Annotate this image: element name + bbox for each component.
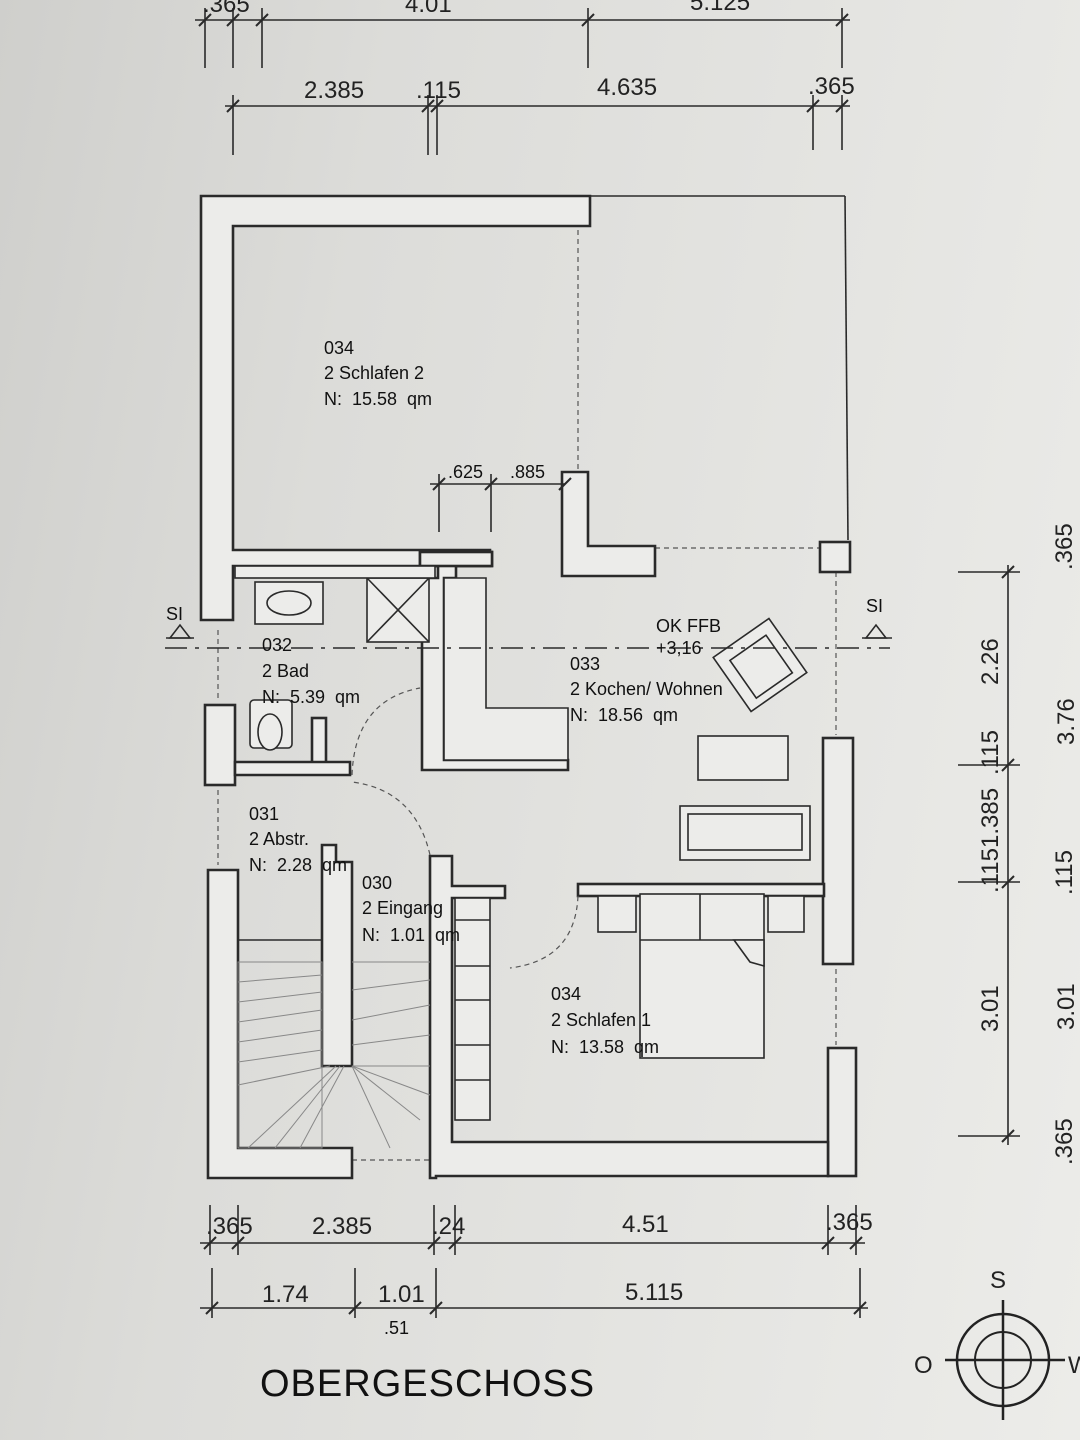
- dim-bottom-365b: .365: [826, 1209, 873, 1236]
- dim-right-365b: .365: [1051, 1118, 1078, 1165]
- compass: S O W: [914, 1267, 1080, 1420]
- dim-right-115c: .115: [1051, 850, 1078, 895]
- dim-right-1385: 1.385: [977, 788, 1004, 848]
- dim-right-301b: 3.01: [1053, 983, 1080, 1030]
- dim-top-401: 4.01: [405, 0, 452, 18]
- dim-right-115a: .115: [977, 730, 1004, 775]
- section-line: SI SI: [165, 596, 892, 649]
- dim-top-115: .115: [416, 77, 461, 104]
- room-area: N: 18.56 qm: [570, 705, 678, 725]
- dim-right-376: 3.76: [1053, 698, 1080, 745]
- building-outline: [217, 195, 849, 1161]
- room-name: 2 Bad: [262, 661, 309, 681]
- fixtures: [234, 565, 811, 1059]
- room-area: N: 2.28 qm: [249, 855, 347, 875]
- dim-bottom-174: 1.74: [262, 1281, 309, 1308]
- dim-bottom-101: 1.01: [378, 1281, 425, 1308]
- room-number: 033: [570, 654, 600, 674]
- room-number: 034: [551, 984, 581, 1004]
- section-mark-right: SI: [866, 596, 883, 616]
- dim-right-226: 2.26: [977, 638, 1004, 685]
- dim-right-301: 3.01: [977, 985, 1004, 1032]
- room-bad: 032 2 Bad N: 5.39 qm: [262, 635, 360, 707]
- room-area: N: 15.58 qm: [324, 389, 432, 409]
- room-name: 2 Abstr.: [249, 829, 309, 849]
- dim-top-4635: 4.635: [597, 74, 657, 101]
- room-schlafen-2: 034 2 Schlafen 2 N: 15.58 qm: [324, 338, 432, 409]
- room-schlafen-1: 034 2 Schlafen 1 N: 13.58 qm: [551, 984, 659, 1057]
- room-kochen-wohnen: 033 2 Kochen/ Wohnen N: 18.56 qm: [570, 654, 723, 725]
- level-label: OK FFB: [656, 616, 721, 636]
- room-area: N: 5.39 qm: [262, 687, 360, 707]
- dim-bottom-51: .51: [384, 1318, 409, 1338]
- dim-right-365a: .365: [1051, 523, 1078, 570]
- section-mark-left: SI: [166, 604, 183, 624]
- room-name: 2 Eingang: [362, 898, 443, 918]
- room-number: 030: [362, 873, 392, 893]
- dim-bottom-365: .365: [206, 1213, 253, 1240]
- dim-bottom-5115: 5.115: [625, 1279, 683, 1306]
- room-number: 032: [262, 635, 292, 655]
- room-area: N: 13.58 qm: [551, 1037, 659, 1057]
- compass-west: O: [914, 1352, 933, 1379]
- dim-top-2385: 2.385: [304, 77, 364, 104]
- dim-top-365: .365: [203, 0, 250, 18]
- walls: [199, 194, 858, 1180]
- room-abstellraum: 031 2 Abstr. N: 2.28 qm: [249, 804, 347, 875]
- top-dimensions: .365 4.01 5.125 2.385 .115 4.635 .365: [195, 0, 855, 155]
- room-eingang: 030 2 Eingang N: 1.01 qm: [362, 873, 460, 945]
- dim-bottom-451: 4.51: [622, 1211, 669, 1238]
- dim-top-365b: .365: [808, 73, 855, 100]
- room-number: 034: [324, 338, 354, 358]
- compass-south: S: [990, 1267, 1006, 1294]
- room-name: 2 Kochen/ Wohnen: [570, 679, 723, 699]
- compass-east: W: [1068, 1352, 1080, 1379]
- dim-bottom-2385: 2.385: [312, 1213, 372, 1240]
- dim-bottom-24: .24: [432, 1213, 465, 1240]
- level-value: +3,16: [656, 638, 702, 658]
- right-dimensions: 2.26 .115 1.385 .115 3.01 .365 3.76 .115…: [958, 523, 1080, 1165]
- room-number: 031: [249, 804, 279, 824]
- level-marker: OK FFB +3,16: [656, 616, 721, 658]
- staircase: [237, 961, 431, 1149]
- inner-dimensions: .625 .885: [430, 462, 572, 532]
- dim-top-5125: 5.125: [690, 0, 750, 16]
- room-area: N: 1.01 qm: [362, 925, 460, 945]
- dim-right-115b: .115: [977, 848, 1004, 893]
- room-labels: 034 2 Schlafen 2 N: 15.58 qm 032 2 Bad N…: [249, 338, 723, 1057]
- dim-inner-625: .625: [448, 462, 483, 482]
- plan-title: OBERGESCHOSS: [260, 1363, 595, 1405]
- bottom-dimensions: .365 2.385 .24 4.51 .365 1.74 1.01 5.115…: [200, 1205, 873, 1338]
- room-name: 2 Schlafen 1: [551, 1010, 651, 1030]
- room-name: 2 Schlafen 2: [324, 363, 424, 383]
- dim-inner-885: .885: [510, 462, 545, 482]
